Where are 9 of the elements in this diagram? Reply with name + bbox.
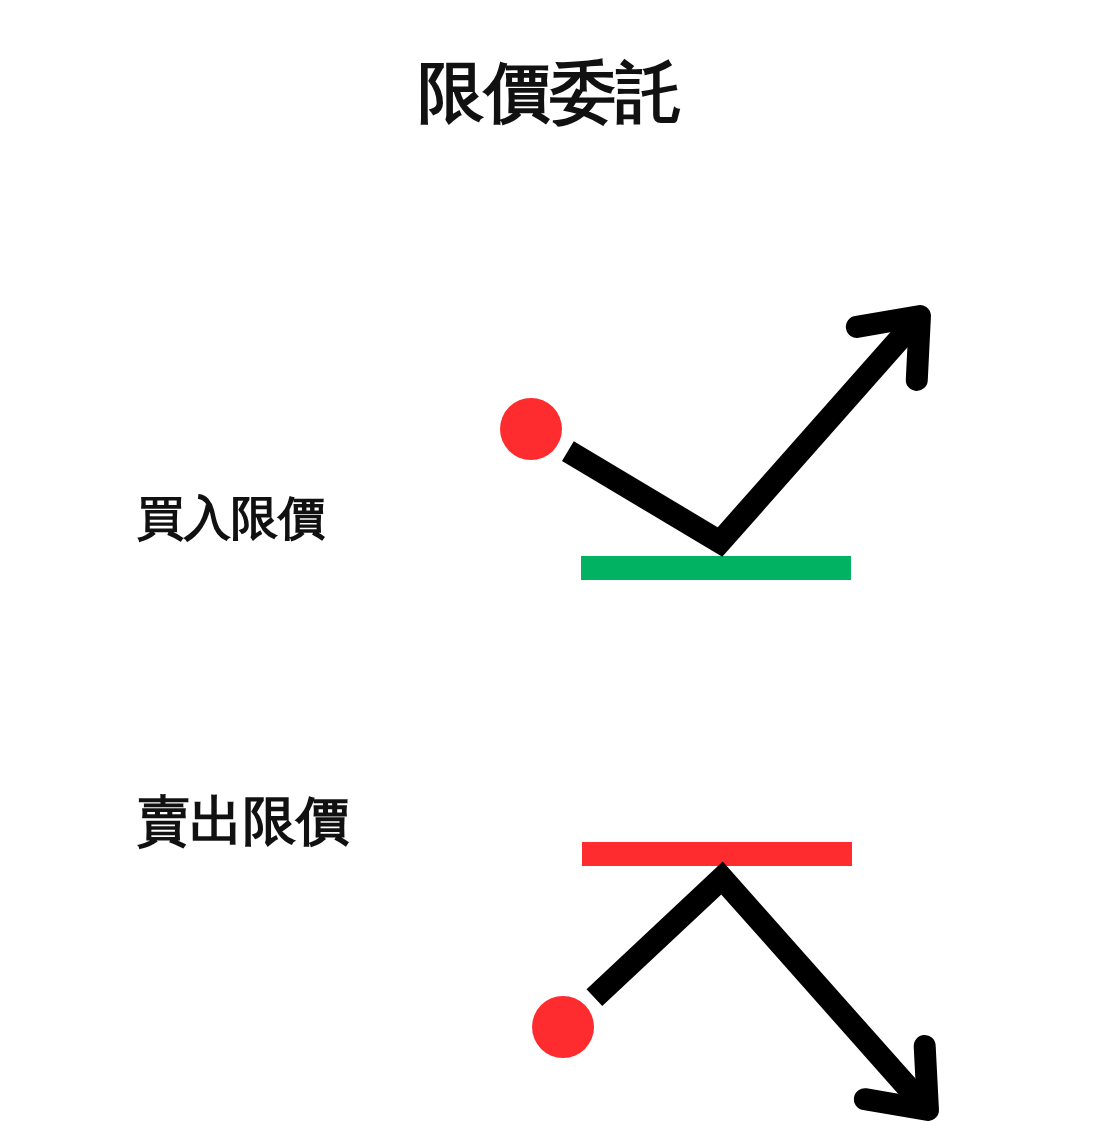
section-label: 買入限價	[137, 494, 325, 541]
title: 限價委託	[418, 60, 682, 126]
start-dot	[500, 398, 562, 460]
arrow	[586, 861, 939, 1121]
arrow	[562, 305, 931, 557]
section-label: 賣出限價	[137, 794, 349, 847]
price-level-bar	[582, 842, 852, 866]
price-level-bar	[581, 556, 851, 580]
start-dot	[532, 996, 594, 1058]
